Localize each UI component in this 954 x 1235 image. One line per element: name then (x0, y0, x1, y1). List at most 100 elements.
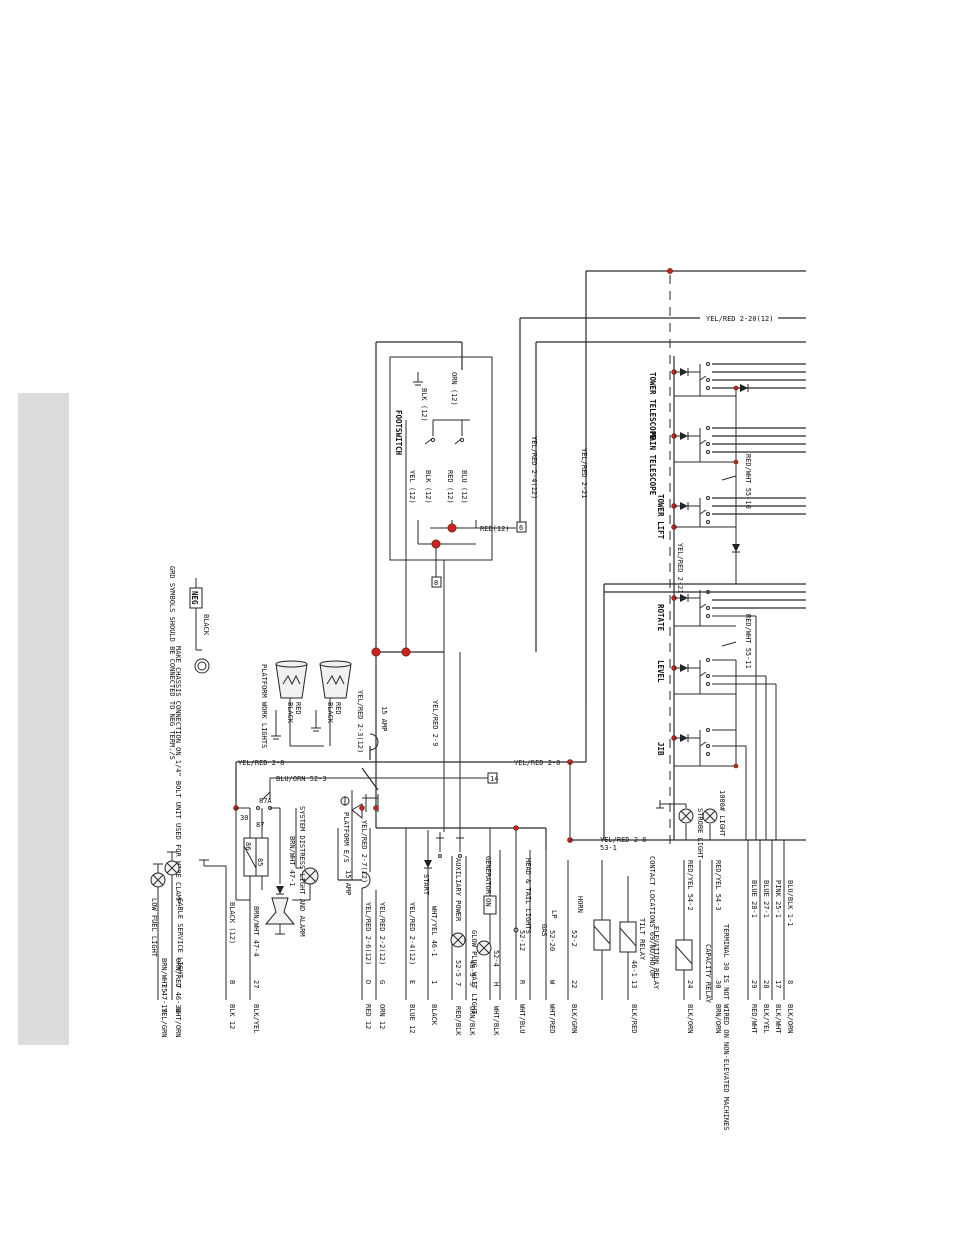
svg-text:BLK/ORN: BLK/ORN (686, 1004, 694, 1034)
svg-text:BRN/ORN: BRN/ORN (714, 1004, 722, 1034)
valve-note-red-wht-1: RED/WHT 55-10 (744, 454, 752, 509)
svg-text:7: 7 (174, 984, 182, 988)
svg-text:46-5: 46-5 (468, 960, 476, 977)
footswitch-title: FOOTSWITCH (394, 410, 403, 456)
svg-text:WHT/RED: WHT/RED (548, 1004, 556, 1034)
svg-text:30: 30 (714, 980, 722, 988)
fs-wire-blu: BLU (12) (460, 470, 468, 504)
svg-text:25: 25 (160, 984, 168, 992)
glow-plug-label: GLOW PLUG WAIT LIGHT (470, 930, 478, 1015)
svg-text:RED/WHT: RED/WHT (750, 1004, 758, 1034)
work-lights-title: PLATFORM WORK LIGHTS (260, 664, 268, 748)
platform-ems: PLATFORM E/S (342, 812, 350, 863)
light-1000: 1000# LIGHT (718, 790, 726, 837)
valve-bank (671, 356, 777, 840)
wire-yel-red-231: YEL/RED 2-3(12) (356, 690, 364, 753)
middle-circuits (233, 652, 587, 1000)
wire-label-2-20: YEL/RED 2-20(12) (706, 315, 773, 323)
valve-main-telescope: MAIN TELESCOPE (648, 432, 657, 496)
relay-86: 86 (244, 842, 252, 850)
svg-text:17: 17 (774, 980, 782, 988)
lp-label: LP (550, 910, 558, 918)
fs-wire-red: RED (12) (446, 470, 454, 504)
wire-label-2-21: YEL/RED 2-21 (580, 448, 588, 499)
work-lights (271, 660, 352, 747)
svg-text:B: B (228, 980, 236, 984)
generator-on-label: GENERATOR ON (484, 856, 492, 907)
svg-text:WHT/YEL 46-1: WHT/YEL 46-1 (430, 906, 438, 957)
svg-text:E: E (408, 980, 416, 984)
neg-note-1: GRD SYMBOLS SHOULD BE CONNECTED TO NEG T… (168, 566, 176, 760)
right-components (570, 760, 806, 1000)
svg-text:R: R (518, 980, 526, 985)
svg-text:BLK/GRN: BLK/GRN (570, 1004, 578, 1034)
wire-label-53-1: 53-1 (600, 844, 617, 852)
start-label: START (422, 874, 430, 896)
relay-87: 87 (256, 821, 264, 829)
gas-label: GAS (540, 924, 548, 937)
relay-87a: 87A (259, 797, 272, 805)
pin-row: YEL/RED 2-2(12) G ORN 12 (378, 902, 386, 1029)
svg-text:BRN/WHT 47-4: BRN/WHT 47-4 (252, 906, 260, 957)
elevation-relay: ELEVATION RELAY (652, 926, 660, 990)
relay-85: 85 (256, 858, 264, 866)
work-light-2-red: RED (334, 702, 342, 715)
valve-note-red-wht-2: RED/WHT 55-11 (744, 614, 752, 669)
neg-label: NEG (190, 591, 199, 605)
svg-text:7: 7 (454, 982, 462, 986)
svg-text:52-20: 52-20 (548, 930, 556, 951)
low-fuel-light: LOW FUEL LIGHT (150, 898, 158, 958)
valve-tower-telescope: TOWER TELESCOPE (648, 372, 657, 440)
fs-fuse-a: 6 (519, 524, 523, 532)
svg-text:BLU/BLK 1-1: BLU/BLK 1-1 (786, 880, 794, 926)
work-light-1-red: RED (294, 702, 302, 715)
capacity-relay: CAPACITY RELAY (704, 944, 712, 1004)
svg-text:G: G (378, 980, 386, 984)
neg-black: BLACK (202, 614, 210, 636)
svg-text:27: 27 (252, 980, 260, 988)
valve-jib: JIB (656, 742, 665, 756)
svg-text:ORN 12: ORN 12 (378, 1004, 386, 1029)
work-light-2-black: BLACK (326, 702, 334, 724)
valve-tower-lift: TOWER LIFT (656, 494, 665, 540)
svg-text:RED/YEL 54-3: RED/YEL 54-3 (714, 860, 722, 911)
tilt-relay: TILT RELAY (638, 918, 646, 961)
svg-text:9: 9 (468, 982, 476, 986)
svg-text:BLK/YEL: BLK/YEL (252, 1004, 260, 1034)
wire-blu-orn: BLU/ORN 52-3 (276, 775, 327, 783)
head-tail-label: HEAD & TAIL LIGHTS (524, 858, 532, 934)
fs-fuse-b: 8 (434, 579, 438, 587)
valve-note-yel-red: YEL/RED 2-21 (676, 543, 684, 594)
strobe-light: STROBE LIGHT (696, 808, 704, 859)
fs-wire-orn: ORN (12) (450, 372, 458, 406)
svg-text:BLACK (12): BLACK (12) (228, 902, 236, 944)
svg-text:52-4: 52-4 (492, 950, 500, 967)
svg-text:29: 29 (750, 980, 758, 988)
svg-text:24: 24 (686, 980, 694, 988)
svg-text:ORN/BLK: ORN/BLK (468, 1006, 476, 1036)
svg-text:BLUE 12: BLUE 12 (408, 1004, 416, 1034)
svg-text:WHT/BLK: WHT/BLK (492, 1006, 500, 1036)
neg-note-2: MAKE CHASSIS CONNECTION ON 1/4" BOLT UNI… (174, 646, 182, 907)
wire-brn-wht-47-1: BRN/WHT 47-1 (288, 836, 296, 887)
terminal-30-note: TERMINAL 30 IS NOT WIRED ON NON-ELEVATED… (722, 924, 730, 1131)
svg-text:RED 12: RED 12 (364, 1004, 372, 1029)
svg-text:PINK 25-1: PINK 25-1 (774, 880, 782, 918)
svg-text:WHT/BLU: WHT/BLU (518, 1004, 526, 1034)
wire-label-2-9: YEL/RED 2-9 (431, 700, 439, 746)
svg-text:YEL/RED 2-2(12): YEL/RED 2-2(12) (378, 902, 386, 965)
